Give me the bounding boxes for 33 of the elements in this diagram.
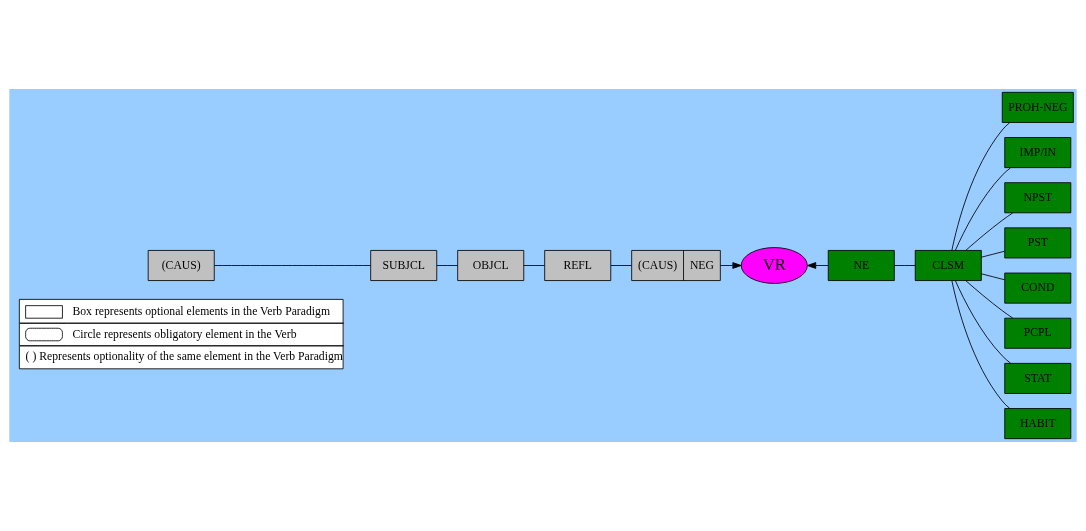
arrow <box>719 262 742 269</box>
connector <box>893 265 916 266</box>
node-box: PCPL <box>1004 317 1072 349</box>
node-box: IMP/IN <box>1004 137 1072 169</box>
node-box: OBJCL <box>457 250 525 281</box>
legend-label: Circle represents obligatory element in the Verb <box>72 327 297 341</box>
node-box: COND <box>1004 272 1072 304</box>
connector <box>965 212 1014 251</box>
node-box: PST <box>1004 227 1072 259</box>
connector <box>980 250 1005 258</box>
node-box: STAT <box>1004 362 1072 394</box>
node-box: NE <box>827 250 895 281</box>
node-box: (CAUS) <box>147 250 215 281</box>
label: ( ) Represents optionality of the same element in the Verb Paradigm <box>25 350 343 364</box>
node-box: REFL <box>544 250 612 281</box>
arrow <box>806 262 829 269</box>
connector <box>954 167 1011 251</box>
connector <box>965 280 1014 319</box>
connector <box>951 122 1011 251</box>
connector <box>436 265 458 266</box>
legend-label: Box represents optional elements in the Verb Paradigm <box>72 305 330 319</box>
node-box: PROH-NEG <box>1001 91 1074 123</box>
connector <box>954 280 1011 364</box>
connector <box>610 265 632 266</box>
node-box: SUBJCL <box>370 250 438 281</box>
connector <box>214 265 371 266</box>
connector <box>951 280 1011 409</box>
node-box: NPST <box>1004 182 1072 214</box>
node-box: CLSM <box>914 250 982 281</box>
node-ellipse: VR <box>740 247 808 284</box>
node-box: HABIT <box>1004 408 1072 440</box>
connector <box>523 265 545 266</box>
connector <box>980 273 1005 281</box>
